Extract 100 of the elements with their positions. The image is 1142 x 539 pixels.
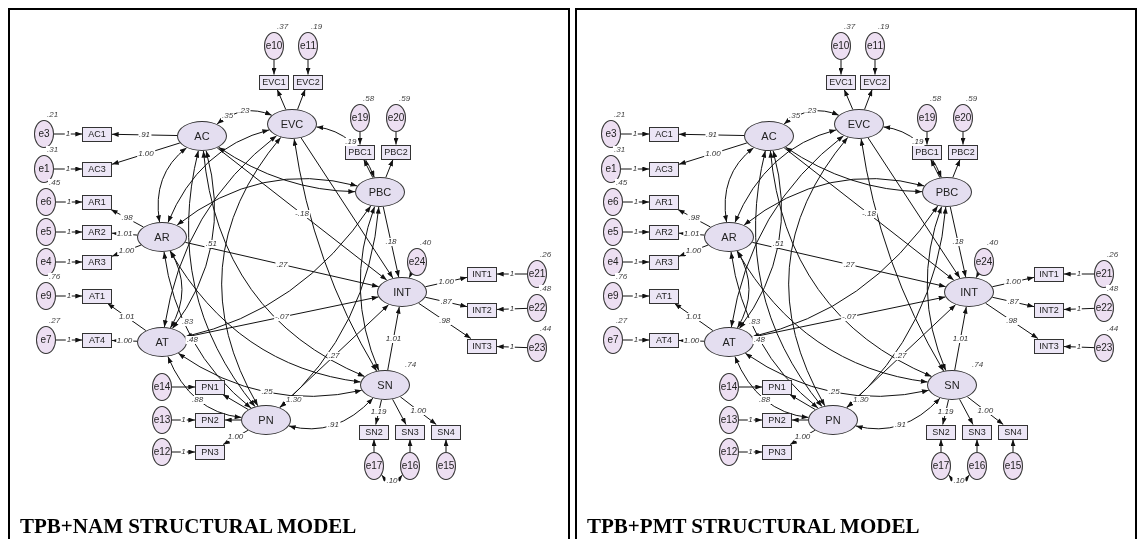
arrow (496, 271, 528, 277)
error-term-ellipse: e20 (953, 104, 973, 132)
variance-label: .59 (965, 95, 979, 103)
edge-label: 1.01 (682, 230, 701, 239)
latent-variable-ellipse: AC (744, 121, 794, 151)
error-term-ellipse: e1 (601, 155, 621, 183)
arrow (53, 166, 83, 172)
arrow (111, 131, 178, 137)
indicator-box: AC1 (82, 126, 112, 142)
error-term-ellipse: e24 (407, 248, 427, 276)
error-term-ellipse: e12 (152, 438, 172, 466)
latent-variable-ellipse: EVC (834, 109, 884, 139)
double-headed-arrow (156, 147, 188, 223)
edge-label: .19 (911, 137, 925, 146)
edge-label: .98 (687, 214, 701, 223)
arrow (954, 306, 968, 371)
arrow (216, 147, 388, 281)
error-term-ellipse: e19 (917, 104, 937, 132)
arrow (959, 398, 974, 425)
indicator-box: SN4 (998, 424, 1028, 440)
error-term-ellipse: e14 (152, 373, 172, 401)
error-term-ellipse: e14 (719, 373, 739, 401)
latent-variable-ellipse: AT (704, 327, 754, 357)
arrow (843, 89, 854, 110)
arrow (751, 241, 947, 288)
latent-variable-ellipse: INT (944, 277, 994, 307)
double-headed-arrow (730, 135, 845, 328)
double-headed-arrow (785, 146, 923, 194)
arrow (738, 384, 763, 390)
panel-title: TPB+PMT STRUCTURAL MODEL (587, 516, 920, 537)
arrow (620, 131, 650, 137)
arrow (224, 417, 242, 423)
error-term-ellipse: e17 (931, 452, 951, 480)
edge-label: 1 (632, 198, 640, 206)
double-headed-arrow (736, 250, 928, 384)
latent-variable-ellipse: PBC (922, 177, 972, 207)
arrow (222, 394, 249, 410)
indicator-box: EVC1 (259, 74, 289, 90)
indicator-box: INT2 (467, 302, 497, 318)
indicator-box: AT1 (82, 288, 112, 304)
indicator-box: INT1 (1034, 266, 1064, 282)
double-headed-arrow (201, 150, 365, 377)
arrow (952, 159, 961, 178)
arrow (938, 439, 944, 453)
arrow (789, 394, 816, 410)
latent-variable-ellipse: SN (360, 370, 410, 400)
arrow (496, 306, 528, 312)
latent-variable-ellipse: INT (377, 277, 427, 307)
edge-label: .27 (275, 260, 289, 269)
arrow (622, 259, 650, 265)
edge-label: .98 (1005, 316, 1019, 325)
arrow (991, 296, 1035, 308)
edge-label: 1.00 (704, 149, 722, 158)
variance-label: .83 (748, 318, 762, 326)
arrow (443, 439, 449, 453)
edge-label: 1 (180, 448, 187, 456)
error-term-ellipse: e5 (603, 218, 623, 246)
edge-label: 1 (65, 292, 73, 300)
edge-label: 1.00 (682, 336, 701, 345)
indicator-box: PN1 (195, 379, 225, 395)
arrow (55, 229, 83, 235)
edge-label: 1 (64, 130, 72, 138)
indicator-box: PBC2 (948, 144, 978, 160)
arrow (872, 59, 878, 75)
arrow (371, 439, 377, 453)
indicator-box: PN2 (762, 412, 792, 428)
arrow (678, 131, 745, 137)
edge-label: 1.00 (793, 433, 812, 442)
error-term-ellipse: e22 (527, 294, 547, 322)
edge-label: 1.00 (137, 149, 155, 158)
variance-label: .40 (986, 239, 1000, 247)
indicator-box: PBC2 (381, 144, 411, 160)
error-term-ellipse: e17 (364, 452, 384, 480)
edge-label: 1.00 (1004, 278, 1022, 287)
variance-label: 1.30 (285, 396, 303, 404)
edge-label: 1 (747, 448, 754, 456)
indicator-box: AC3 (649, 161, 679, 177)
double-headed-arrow (292, 138, 378, 372)
variance-label: .37 (843, 23, 857, 31)
variance-label: .58 (362, 95, 376, 103)
indicator-box: AR1 (649, 194, 679, 210)
edge-label: 1 (508, 343, 516, 352)
edge-label: 1.00 (226, 433, 245, 442)
error-term-ellipse: e3 (601, 120, 621, 148)
indicator-box: SN3 (395, 424, 425, 440)
arrow (385, 159, 394, 178)
indicator-box: AR3 (82, 254, 112, 270)
arrow (864, 89, 873, 110)
edge-label: .48 (185, 335, 199, 344)
double-headed-arrow (738, 150, 783, 329)
edge-label: 1.01 (117, 313, 136, 321)
variance-label: .45 (615, 179, 629, 187)
double-headed-arrow (743, 178, 925, 226)
variance-label: .83 (181, 318, 195, 326)
variance-label: .35 (788, 112, 802, 120)
edge-label: .23 (237, 107, 251, 116)
error-term-ellipse: e13 (719, 406, 739, 434)
edge-label: 1.19 (936, 408, 955, 417)
edge-label: .87 (439, 297, 453, 306)
variance-label: .40 (419, 239, 433, 247)
